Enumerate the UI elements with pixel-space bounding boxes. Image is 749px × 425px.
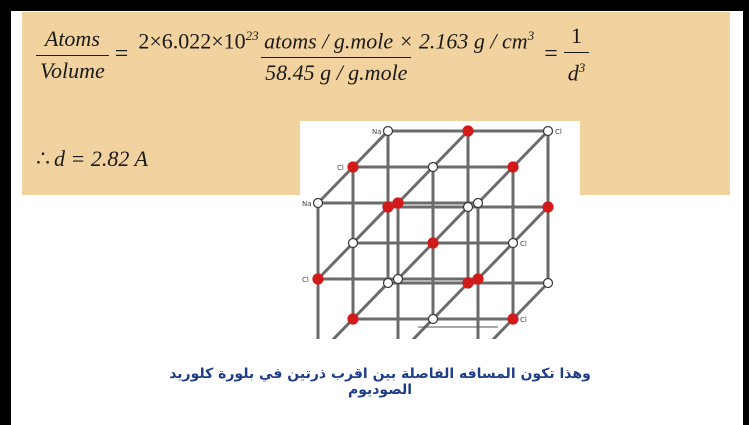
result-value: d = 2.82 A <box>54 146 148 171</box>
lattice-bond <box>431 205 470 245</box>
sodium-ion <box>507 237 519 249</box>
lattice-bond <box>511 129 550 169</box>
nacl-lattice-diagram: NaClNaClNaClClCl <box>300 121 580 361</box>
chloride-ion <box>507 161 519 173</box>
lattice-bond <box>396 241 435 281</box>
chloride-ion <box>347 161 359 173</box>
lattice-bond <box>511 281 550 321</box>
chloride-ion <box>462 277 474 289</box>
sodium-ion <box>347 237 359 249</box>
lattice-bond <box>476 165 515 205</box>
fraction-denominator: Volume <box>36 54 109 84</box>
chloride-ion <box>347 313 359 325</box>
lattice-bond <box>431 129 470 169</box>
numerator-exponent: 23 <box>245 28 259 43</box>
sodium-ion <box>312 197 324 209</box>
numerator-unit-exponent: 3 <box>527 28 535 43</box>
inverse-numerator: 1 <box>571 23 582 48</box>
numerator-units: atoms / g.mole × 2.163 g / cm <box>258 28 528 54</box>
fraction-numerator: Atoms <box>44 25 100 51</box>
sodium-ion <box>472 197 484 209</box>
sodium-ion <box>542 277 554 289</box>
lattice-bond <box>396 317 435 357</box>
atoms-per-volume-fraction: Atoms Volume <box>36 25 109 84</box>
lattice-bond <box>316 317 355 357</box>
distance-symbol: d <box>567 60 579 86</box>
chloride-ion <box>507 313 519 325</box>
ion-label: Na <box>372 128 382 136</box>
arabic-caption: وهذا تكون المسافه الفاصلة بين اقرب ذرتين… <box>169 366 591 398</box>
equals-sign: = <box>544 40 558 67</box>
lattice-bond <box>476 241 515 281</box>
lattice-bond <box>431 281 470 321</box>
lattice-bond <box>316 165 355 205</box>
ion-label: Cl <box>520 240 527 248</box>
lattice-bond <box>476 317 515 357</box>
lattice-bond <box>351 281 390 321</box>
sodium-ion <box>382 277 394 289</box>
lattice-bond <box>316 241 355 281</box>
ion-label: Cl <box>337 164 344 172</box>
chloride-ion <box>542 201 554 213</box>
lattice-bond <box>351 205 390 245</box>
sodium-ion <box>427 161 439 173</box>
inverse-denominator: d3 <box>563 52 590 86</box>
equals-sign: = <box>114 40 129 67</box>
sodium-ion <box>382 125 394 137</box>
distance-result: ∴d = 2.82 A <box>36 146 148 172</box>
chloride-ion <box>312 273 324 285</box>
calculation-fraction: 2×6.022×1023 atoms / g.mole × 2.163 g / … <box>134 22 538 86</box>
ion-label: Na <box>302 200 312 208</box>
calculation-denominator: 58.45 g / g.mole <box>261 57 412 86</box>
ion-label: Cl <box>520 316 527 324</box>
inverse-cube-fraction: 1 d3 <box>563 22 590 86</box>
chloride-ion <box>462 125 474 137</box>
lattice-bond <box>511 205 550 245</box>
chloride-ion <box>472 273 484 285</box>
sodium-ion <box>542 125 554 137</box>
ion-label: Cl <box>302 276 309 284</box>
sodium-ion <box>462 201 474 213</box>
chloride-ion <box>427 237 439 249</box>
lattice-bond <box>396 165 435 205</box>
density-equation: Atoms Volume = 2×6.022×1023 atoms / g.mo… <box>36 22 590 86</box>
lattice-bond <box>351 129 390 169</box>
lattice-svg: NaClNaClNaClClCl <box>302 125 562 361</box>
calculation-numerator: 2×6.022×1023 atoms / g.mole × 2.163 g / … <box>134 22 538 57</box>
numerator-coefficient: 2×6.022×10 <box>138 28 246 54</box>
sodium-ion <box>392 273 404 285</box>
ion-label: Cl <box>555 128 562 136</box>
cube-exponent: 3 <box>578 60 586 75</box>
sodium-ion <box>427 313 439 325</box>
therefore-symbol: ∴ <box>36 146 50 171</box>
chloride-ion <box>382 201 394 213</box>
chloride-ion <box>392 197 404 209</box>
